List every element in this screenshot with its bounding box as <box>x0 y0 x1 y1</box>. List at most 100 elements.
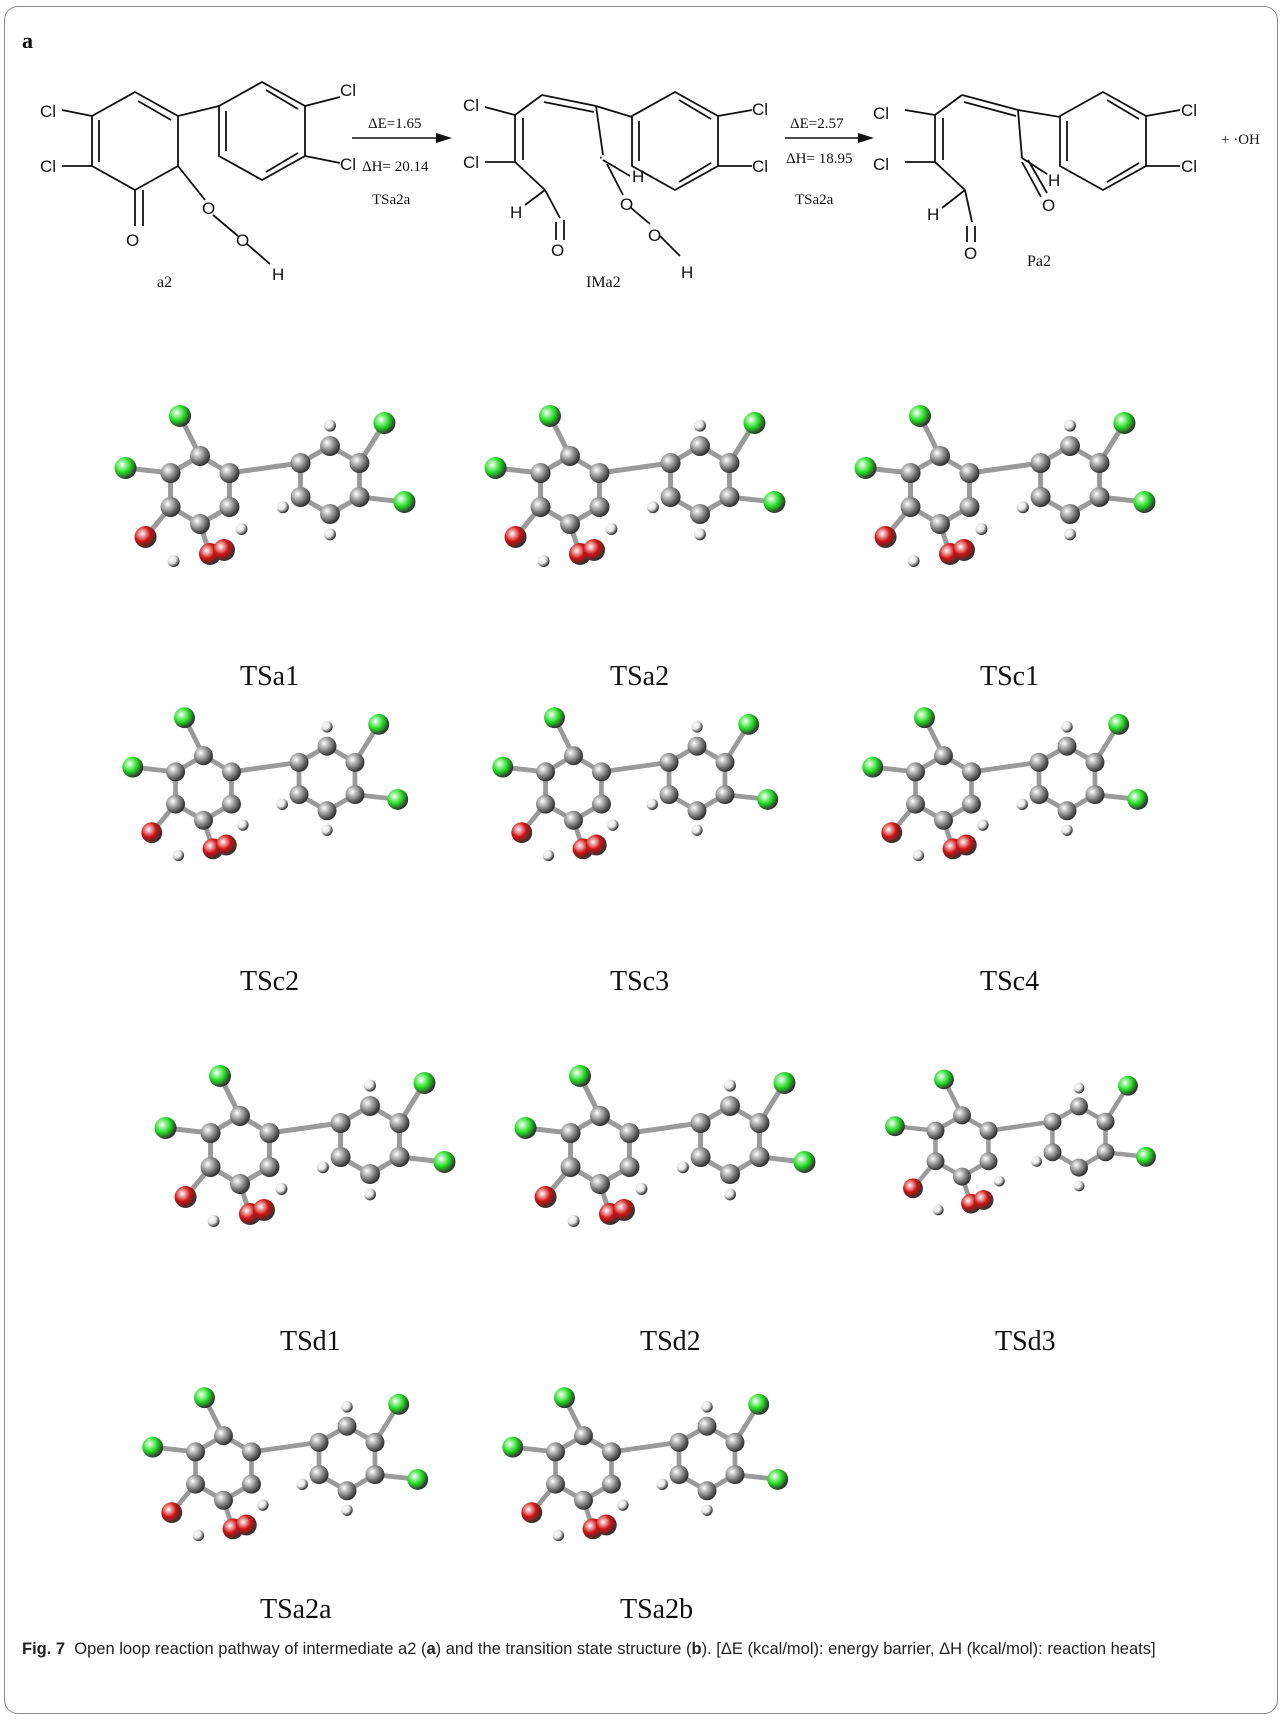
oxygen-atom <box>874 526 897 548</box>
chlorine-atom <box>387 788 409 810</box>
chlorine-atom <box>767 1468 789 1490</box>
carbon-atom <box>979 1121 998 1140</box>
hydrogen-atom <box>1061 824 1073 836</box>
intermediate-cl-4: Cl <box>752 157 768 176</box>
chlorine-atom <box>502 1436 524 1458</box>
hydrogen-atom <box>1064 419 1076 432</box>
hydrogen-atom <box>167 555 180 567</box>
hydrogen-atom <box>172 849 185 862</box>
chlorine-atom <box>373 412 396 434</box>
carbon-atom <box>219 497 240 517</box>
reaction-scheme: a Cl Cl Cl Cl O O O H a2 ΔE=1.65 ΔH= 20.… <box>22 28 1260 291</box>
hydrogen-atom <box>321 824 333 836</box>
carbon-atom <box>687 801 707 821</box>
ts-label-tsa1: TSa1 <box>240 661 299 692</box>
oxygen-atom <box>521 1502 543 1524</box>
product-aldehyde-o: O <box>964 244 977 263</box>
carbon-atom <box>926 1121 945 1140</box>
carbon-atom <box>690 436 710 456</box>
ts-label-tsc2: TSc2 <box>240 966 299 997</box>
product-name: Pa2 <box>1027 253 1051 270</box>
carbon-atom <box>536 762 556 782</box>
hydrogen-atom <box>552 1529 565 1542</box>
carbon-atom <box>560 1123 581 1143</box>
carbon-atom <box>979 1152 998 1171</box>
carbon-atom <box>953 1106 971 1125</box>
caption-text-3: ). [ΔE (kcal/mol): energy barrier, ΔH (k… <box>701 1640 1156 1658</box>
figure-frame <box>4 6 1278 1714</box>
hydrogen-atom <box>691 721 703 733</box>
carbon-atom <box>961 794 981 814</box>
oxygen-atom <box>973 1190 994 1210</box>
caption-bold-a: a <box>426 1640 436 1658</box>
carbon-atom <box>690 504 710 524</box>
carbon-atom <box>1089 487 1110 507</box>
carbon-atom <box>719 453 740 473</box>
reactant-cl-2: Cl <box>40 157 56 176</box>
carbon-atom <box>365 1465 385 1485</box>
reactant-cl-4: Cl <box>340 155 356 174</box>
carbon-atom <box>690 1113 711 1133</box>
chlorine-atom <box>793 1151 816 1173</box>
carbon-atom <box>687 736 707 756</box>
chlorine-atom <box>743 412 766 434</box>
reactant-name: a2 <box>157 274 172 291</box>
carbon-atom <box>1029 752 1049 772</box>
carbon-atom <box>749 1113 770 1133</box>
hydrogen-atom <box>537 555 550 567</box>
carbon-atom <box>317 736 337 756</box>
carbon-atom <box>560 1157 581 1177</box>
step1-energy-barrier: ΔE=1.65 <box>368 116 422 132</box>
ts-label-tsc4: TSc4 <box>980 966 1039 997</box>
carbon-atom <box>330 1113 351 1133</box>
carbon-atom <box>601 1474 621 1494</box>
figure-number: Fig. 7 <box>22 1640 66 1658</box>
chlorine-atom <box>1133 491 1156 513</box>
hydrogen-atom <box>912 849 925 862</box>
chlorine-atom <box>407 1468 429 1490</box>
product-cl-2: Cl <box>873 155 889 174</box>
carbon-atom <box>219 463 240 483</box>
carbon-atom <box>309 1432 329 1452</box>
step1-reaction-heat: ΔH= 20.14 <box>362 159 429 175</box>
carbon-atom <box>660 453 681 473</box>
chlorine-atom <box>484 457 507 479</box>
reactant-oxygen: O <box>126 231 139 250</box>
carbon-atom <box>589 463 610 483</box>
step2-ts-label: TSa2a <box>795 192 834 208</box>
carbon-atom <box>930 446 950 466</box>
chlorine-atom <box>1118 1075 1138 1096</box>
carbon-atom <box>160 497 181 517</box>
carbon-atom <box>290 453 311 473</box>
hydrogen-atom <box>237 819 249 831</box>
hydrogen-atom <box>276 798 288 811</box>
carbon-atom <box>906 794 926 814</box>
chlorine-atom <box>854 457 877 479</box>
step1-ts-label: TSa2a <box>372 192 411 208</box>
chlorine-atom <box>1113 412 1136 434</box>
reaction-arrow-1 <box>352 133 452 143</box>
carbon-atom <box>725 1465 745 1485</box>
figure-caption: Fig. 7 Open loop reaction pathway of int… <box>22 1638 1257 1661</box>
chlorine-atom <box>194 1387 215 1409</box>
chlorine-atom <box>514 1117 537 1139</box>
chlorine-atom <box>763 491 786 513</box>
carbon-atom <box>259 1157 280 1177</box>
hydrogen-atom <box>276 501 289 514</box>
hydrogen-atom <box>676 1161 689 1174</box>
caption-text-2: ) and the transition state structure ( <box>435 1640 692 1658</box>
carbon-atom <box>186 1474 206 1494</box>
chlorine-atom <box>885 1116 905 1137</box>
carbon-atom <box>564 810 583 830</box>
ts-label-tsc3: TSc3 <box>610 966 669 997</box>
hydrogen-atom <box>1064 528 1076 541</box>
carbon-atom <box>906 762 926 782</box>
carbon-atom <box>330 1147 351 1167</box>
ts-structure-tsc4 <box>862 707 1149 862</box>
ts-label-tsd3: TSd3 <box>995 1326 1056 1357</box>
hydrogen-atom <box>691 824 703 836</box>
hydrogen-atom <box>993 1175 1005 1187</box>
carbon-atom <box>1043 1112 1062 1131</box>
carbon-atom <box>749 1147 770 1167</box>
